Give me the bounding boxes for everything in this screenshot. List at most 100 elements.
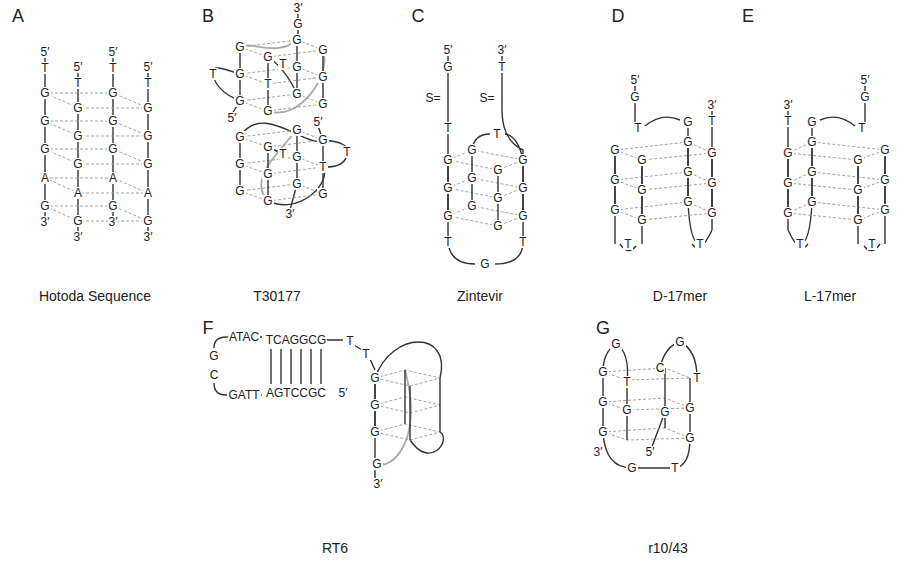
nucleotide-label: G [659,406,670,418]
strand-column [409,386,410,440]
nucleotide-label: T [40,62,49,74]
nucleotide-label: G [262,51,273,63]
nucleotide-label: T [443,236,452,248]
nucleotide-label: T [278,58,287,70]
strand-lines [214,337,375,484]
nucleotide-label: T [263,78,272,90]
nucleotide-label: G [39,200,50,212]
base-pair-bar [280,349,281,384]
nucleotide-label: G [674,336,685,348]
panel-title: T30177 [253,289,300,303]
nucleotide-label: G [517,210,528,222]
nucleotide-label: G [706,207,717,219]
tetrad-plane [375,370,440,386]
tetrad-plane [615,172,712,190]
nucleotide-label: 5′ [645,446,656,458]
nucleotide-label: 3′ [143,231,154,243]
nucleotide-label: ATAC [228,331,260,343]
base-pair-bar [300,349,301,384]
nucleotide-label: G [291,88,302,100]
strand-column [404,370,405,424]
nucleotide-label: G [291,34,302,46]
nucleotide-label: T [108,62,117,74]
nucleotide-label: T [623,238,632,250]
nucleotide-label: G [597,396,608,408]
nucleotide-label: 3′ [40,216,51,228]
nucleotide-label: TCAGGCG [265,334,328,346]
strand-lines [615,84,712,251]
strand-lines [448,54,523,264]
nucleotide-label: G [291,61,302,73]
nucleotide-label: G [107,200,118,212]
nucleotide-label: G [291,124,302,136]
tetrad-plane [45,178,148,193]
tetrad-plane [240,94,323,111]
nucleotide-label: G [142,158,153,170]
nucleotide-label: G [597,366,608,378]
nucleotide-label: 3′ [73,231,84,243]
nucleotide-label: G [879,174,890,186]
nucleotide-label: G [626,462,637,474]
tetrad-plane [788,172,885,190]
tetrad-plane [788,202,885,220]
nucleotide-label: G [852,184,863,196]
nucleotide-label: T [278,148,287,160]
panel-title: r10/43 [648,541,688,555]
strand-column [664,368,665,428]
base-pair-bar [310,349,311,384]
nucleotide-label: G [107,115,118,127]
nucleotide-label: G [610,338,621,350]
nucleotide-label: G [317,44,328,56]
tetrad-plane [448,178,523,198]
nucleotide-label: GATT [227,389,260,401]
nucleotide-label: T [707,115,716,127]
nucleotide-label: G [292,18,303,30]
nucleotide-label: T [783,115,792,127]
nucleotide-label: G [369,372,380,384]
nucleotide-label: G [466,144,477,156]
base-pair-bar [320,349,321,384]
tetrad-plane [375,397,440,413]
tetrad-plane [240,184,323,201]
nucleotide-label: G [609,174,620,186]
nucleotide-label: G [479,258,490,270]
nucleotide-label: A [73,187,83,199]
nucleotide-label: G [682,196,693,208]
tetrad-planes [45,40,885,440]
nucleotide-label: G [466,172,477,184]
strand-column [439,378,440,432]
nucleotide-label: 3′ [783,99,794,111]
nucleotide-label: G [234,131,245,143]
nucleotide-label: G [782,177,793,189]
t30177-strands [213,12,348,210]
nucleotide-label: G [442,182,453,194]
nucleotide-label: G [806,196,817,208]
nucleotide-label: G [317,134,328,146]
nucleotide-label: T [518,236,527,248]
nucleotide-label: 3′ [497,44,508,56]
nucleotide-label: T [695,238,704,250]
nucleotide-label: 5′ [108,46,119,58]
nucleotide-label: G [682,116,693,128]
nucleotide-label: T [497,61,506,73]
nucleotide-label: G [317,98,328,110]
tetrad-plane [45,206,148,221]
strand-lines [240,123,348,210]
l17mer-strands [788,84,885,251]
panel-title: Hotoda Sequence [39,289,151,303]
nucleotide-label: G [72,215,83,227]
nucleotide-label: T [492,128,501,140]
panel-letter: C [412,7,425,25]
nucleotide-label: G [234,41,245,53]
nucleotide-label: G [39,87,50,99]
nucleotide-label: G [39,143,50,155]
nucleotide-label: G [706,177,717,189]
strand-loop [377,370,411,465]
tetrad-plane [45,93,148,108]
panel-letter: F [203,319,214,337]
strand-lines [45,58,148,237]
tetrad-plane [788,142,885,160]
nucleotide-label: G [629,91,640,103]
tetrad-plane [448,206,523,226]
